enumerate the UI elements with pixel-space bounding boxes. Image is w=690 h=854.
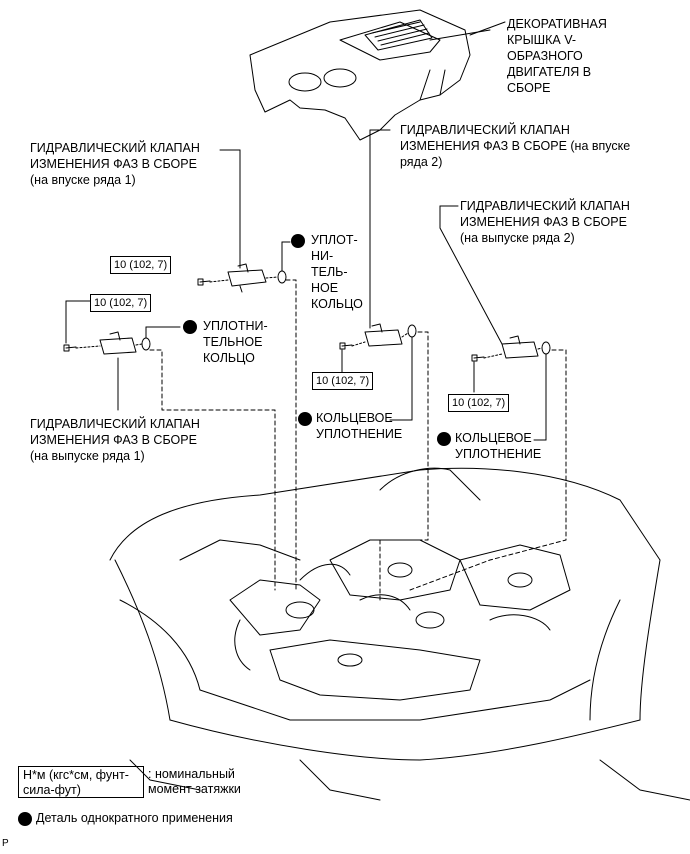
engine-cover-label: ДЕКОРАТИВНАЯ КРЫШКА V- ОБРАЗНОГО ДВИГАТЕ… bbox=[507, 17, 607, 95]
seal-ring-exhaust-bank1-label: УПЛОТНИ- ТЕЛЬНОЕ КОЛЬЦО bbox=[203, 319, 268, 365]
torque-spec-exhaust-bank1: 10 (102, 7) bbox=[90, 294, 152, 312]
torque-spec-exhaust-bank2: 10 (102, 7) bbox=[448, 394, 510, 412]
ocv-exhaust-bank1-illustration bbox=[63, 300, 151, 411]
torque-unit-legend-box: Н*м (кгс*см, фунт- сила-фут) bbox=[18, 766, 144, 798]
ocv-intake-bank2-illustration bbox=[339, 129, 417, 373]
single-use-legend-text: Деталь однократного применения bbox=[36, 811, 233, 825]
engine-cover-illustration bbox=[249, 9, 491, 141]
figure-code: P bbox=[2, 838, 9, 849]
ocv-intake-bank2-label: ГИДРАВЛИЧЕСКИЙ КЛАПАН ИЗМЕНЕНИЯ ФАЗ В СБ… bbox=[400, 123, 631, 169]
torque-spec-intake-bank1: 10 (102, 7) bbox=[110, 256, 172, 274]
single-use-legend-marker bbox=[18, 812, 32, 826]
ocv-exhaust-bank2-illustration bbox=[439, 205, 551, 393]
single-use-marker bbox=[437, 432, 451, 446]
o-ring-intake-bank2-label: КОЛЬЦЕВОЕ УПЛОТНЕНИЕ bbox=[316, 411, 403, 441]
single-use-marker bbox=[298, 412, 312, 426]
ocv-exhaust-bank2-label: ГИДРАВЛИЧЕСКИЙ КЛАПАН ИЗМЕНЕНИЯ ФАЗ В СБ… bbox=[460, 199, 630, 245]
torque-unit-legend-desc: : номинальный момент затяжки bbox=[148, 767, 241, 796]
seal-ring-bank1-label: УПЛОТ- НИ- ТЕЛЬ- НОЕ КОЛЬЦО bbox=[311, 233, 363, 311]
single-use-marker bbox=[183, 320, 197, 334]
o-ring-exhaust-bank2-label: КОЛЬЦЕВОЕ УПЛОТНЕНИЕ bbox=[455, 431, 542, 461]
ocv-exhaust-bank1-label: ГИДРАВЛИЧЕСКИЙ КЛАПАН ИЗМЕНЕНИЯ ФАЗ В СБ… bbox=[30, 417, 200, 463]
torque-spec-intake-bank2: 10 (102, 7) bbox=[312, 372, 374, 390]
ocv-intake-bank1-label: ГИДРАВЛИЧЕСКИЙ КЛАПАН ИЗМЕНЕНИЯ ФАЗ В СБ… bbox=[30, 141, 200, 187]
vehicle-engine-bay-illustration bbox=[109, 467, 690, 801]
single-use-marker bbox=[291, 234, 305, 248]
ocv-intake-bank1-illustration bbox=[197, 149, 287, 293]
